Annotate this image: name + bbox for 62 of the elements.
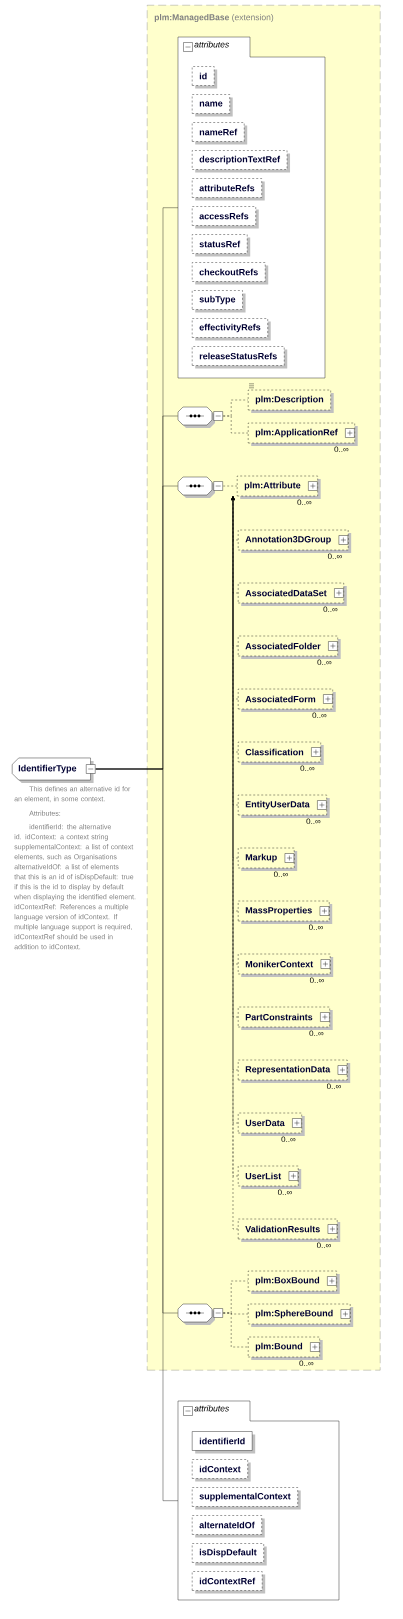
element-box: ValidationResults [238, 1218, 341, 1242]
attribute-box: alternateIdOf [192, 1515, 265, 1538]
attribute-box: idContextRef [192, 1571, 266, 1594]
element-box: plm:BoxBound [248, 1270, 340, 1294]
element-box: MonikerContext [238, 953, 334, 977]
multiplicity-label: 0..∞ [308, 924, 323, 931]
attribute-box: name [192, 94, 233, 117]
element-box: AssociatedDataSet [238, 582, 347, 606]
multiplicity-label: 0..∞ [281, 1136, 296, 1143]
multiplicity-label: 0..∞ [306, 818, 321, 825]
element-box: Classification [238, 741, 324, 765]
attribute-box: idContext [192, 1459, 251, 1482]
attribute-box: releaseStatusRefs [192, 346, 288, 369]
multiplicity-label: 0..∞ [316, 1242, 331, 1249]
multiplicity-label: 0..∞ [299, 1360, 314, 1367]
multiplicity-label: 0..∞ [326, 1083, 341, 1090]
dashed-connector [223, 1312, 249, 1348]
connector-line [95, 768, 179, 1501]
dashed-connector [223, 485, 238, 487]
attribute-box: statusRef [192, 234, 251, 257]
multiplicity-label: 0..∞ [309, 1030, 324, 1037]
element-box: PartConstraints [238, 1006, 333, 1030]
multiplicity-label: 0..∞ [273, 871, 288, 878]
attribute-box: identifierId [192, 1431, 256, 1454]
multiplicity-label: 0..∞ [317, 659, 332, 666]
element-box: MassProperties [238, 900, 333, 924]
element-box: EntityUserData [238, 794, 330, 818]
multiplicity-label: 0..∞ [297, 499, 312, 506]
element-box: plm:Description [248, 383, 334, 413]
attribute-box: checkoutRefs [192, 262, 269, 285]
element-box: plm:Attribute [237, 475, 321, 499]
dashed-connector [223, 415, 249, 434]
element-box: plm:SphereBound [248, 1303, 354, 1327]
attribute-box: effectivityRefs [192, 318, 271, 341]
attribute-box: accessRefs [192, 206, 259, 229]
element-box: Markup [238, 847, 298, 871]
multiplicity-label: 0..∞ [300, 765, 315, 772]
attribute-box: supplementalContext [192, 1487, 301, 1510]
element-box: AssociatedForm [238, 688, 336, 712]
element-box: plm:Bound [248, 1336, 323, 1360]
multiplicity-label: 0..∞ [334, 446, 349, 453]
multiplicity-label: 0..∞ [277, 1189, 292, 1196]
element-box: RepresentationData [238, 1059, 351, 1083]
multiplicity-label: 0..∞ [309, 977, 324, 984]
element-box: plm:ApplicationRef [248, 422, 358, 446]
attribute-box: isDispDefault [192, 1543, 267, 1566]
multiplicity-label: 0..∞ [312, 712, 327, 719]
sequence-symbol [177, 476, 223, 498]
sequence-symbol [177, 406, 223, 428]
attribute-box: attributeRefs [192, 178, 265, 201]
element-box: AssociatedFolder [238, 635, 341, 659]
element-box: UserData [238, 1112, 305, 1136]
attribute-box: descriptionTextRef [192, 150, 291, 173]
element-box: Annotation3DGroup [238, 529, 352, 553]
element-box: UserList [238, 1165, 302, 1189]
root-element-box: IdentifierType [12, 757, 96, 784]
multiplicity-label: 0..∞ [323, 606, 338, 613]
sequence-symbol [177, 1303, 223, 1325]
attribute-box: id [192, 66, 218, 89]
attribute-box: nameRef [192, 122, 248, 145]
multiplicity-label: 0..∞ [327, 553, 342, 560]
attribute-box: subType [192, 290, 246, 313]
